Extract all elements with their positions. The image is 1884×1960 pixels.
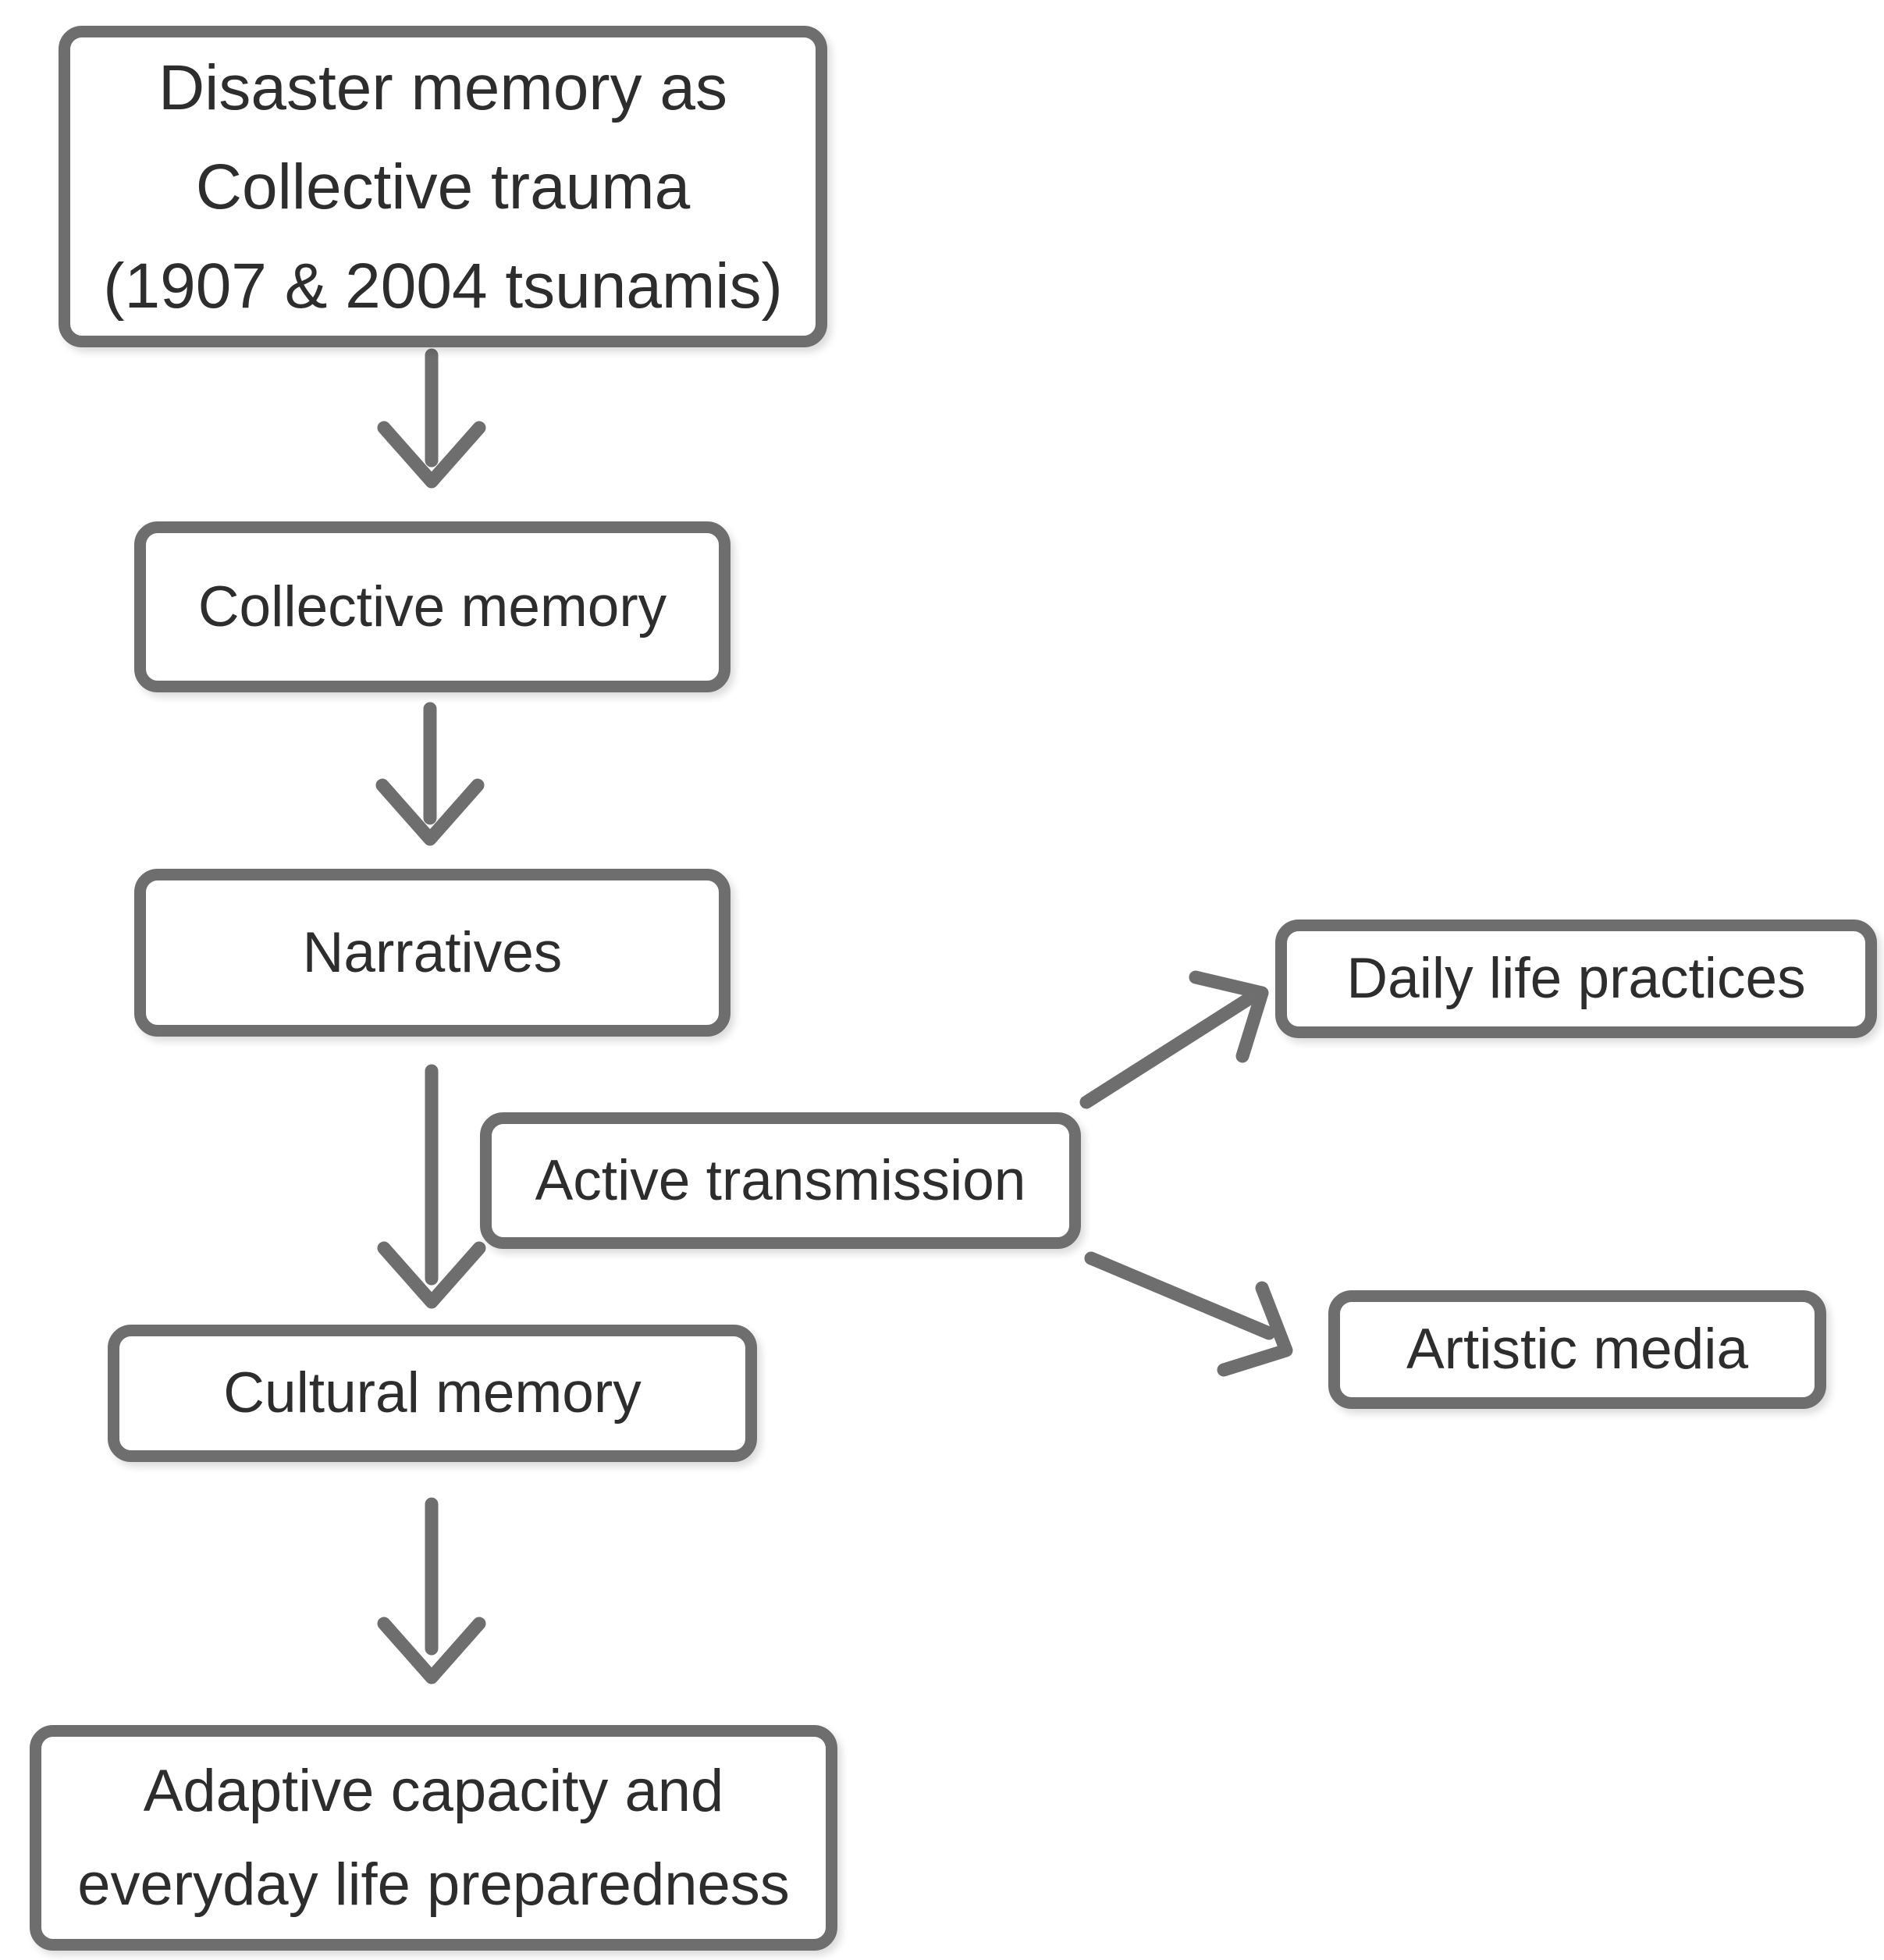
node-disaster-memory: Disaster memory as Collective trauma (19… — [59, 26, 827, 347]
node-daily-life-practices: Daily life practices — [1275, 920, 1877, 1038]
arrow-cultural-to-adaptive — [377, 1497, 486, 1684]
node-collective-memory-label: Collective memory — [197, 574, 667, 639]
arrow-collective-to-narratives — [375, 702, 485, 846]
arrow-narratives-to-cultural — [377, 1064, 486, 1309]
node-disaster-memory-label: Disaster memory as Collective trauma (19… — [103, 52, 783, 322]
node-narratives: Narratives — [134, 869, 730, 1037]
node-cultural-memory: Cultural memory — [108, 1325, 757, 1462]
arrow-active-to-artistic — [1084, 1251, 1293, 1377]
node-cultural-memory-label: Cultural memory — [223, 1361, 642, 1425]
node-artistic-media-label: Artistic media — [1406, 1318, 1749, 1382]
node-adaptive-capacity-label: Adaptive capacity and everyday life prep… — [77, 1757, 790, 1918]
arrow-disaster-to-collective — [377, 348, 486, 489]
arrow-active-to-daily — [1079, 970, 1269, 1109]
node-narratives-label: Narratives — [302, 920, 563, 984]
node-adaptive-capacity: Adaptive capacity and everyday life prep… — [30, 1725, 837, 1951]
node-active-transmission: Active transmission — [480, 1112, 1081, 1249]
node-active-transmission-label: Active transmission — [535, 1148, 1026, 1212]
node-artistic-media: Artistic media — [1328, 1290, 1826, 1409]
node-collective-memory: Collective memory — [134, 521, 730, 692]
node-daily-life-practices-label: Daily life practices — [1346, 947, 1806, 1011]
